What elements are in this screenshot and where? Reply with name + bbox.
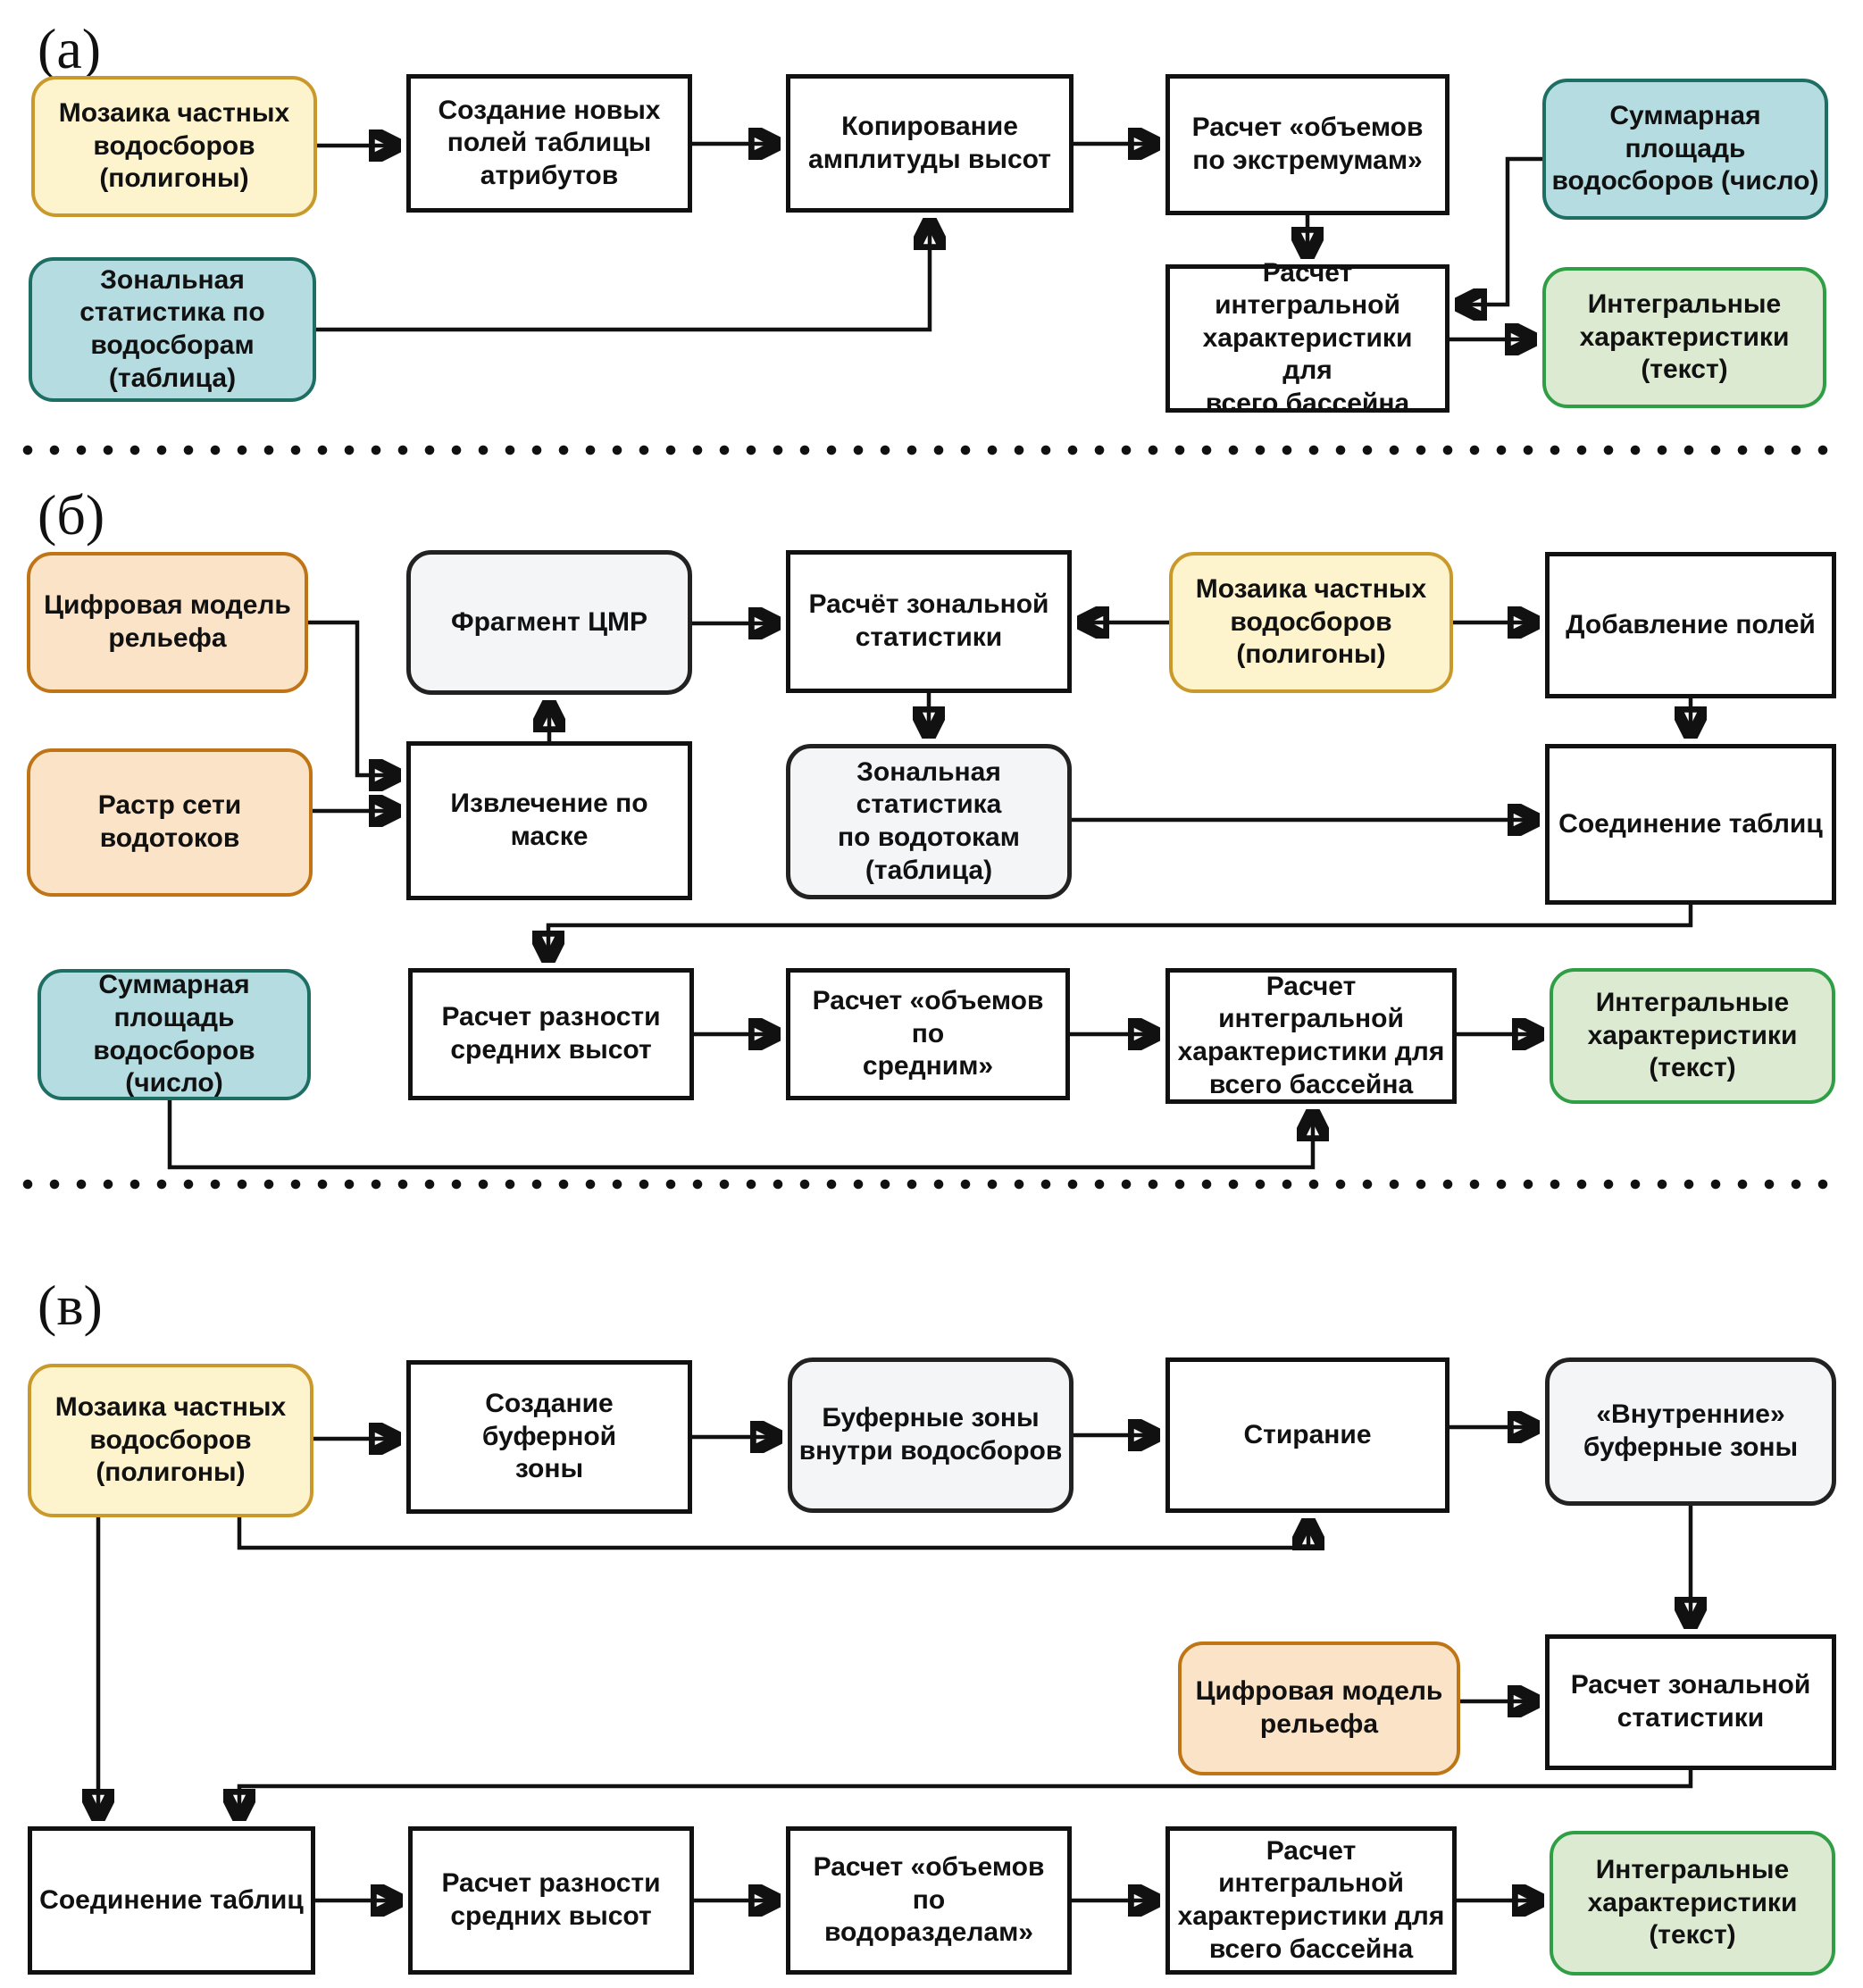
- edge-v7-v8: [239, 1770, 1693, 1818]
- node-v-calc-integral-characteristic: Расчет интегральной характеристики для в…: [1165, 1826, 1457, 1975]
- node-a-copy-height-amplitude: Копирование амплитуды высот: [786, 74, 1074, 213]
- section-label-v: (в): [38, 1274, 103, 1337]
- node-a-total-watershed-area: Суммарная площадь водосборов (число): [1542, 79, 1828, 220]
- node-v-integral-characteristics: Интегральные характеристики (текст): [1550, 1831, 1835, 1975]
- node-b-extract-by-mask: Извлечение по маске: [406, 741, 692, 900]
- node-b-mosaic-private-watersheds: Мозаика частных водосборов (полигоны): [1169, 552, 1453, 693]
- node-b-total-watershed-area: Суммарная площадь водосборов (число): [38, 969, 311, 1100]
- section-separator-1: [22, 445, 1844, 455]
- node-b-calc-volumes-by-means: Расчет «объемов по средним»: [786, 968, 1070, 1100]
- edge-a5-a3: [316, 221, 930, 332]
- node-v-buffer-zones-inside-watersheds: Буферные зоны внутри водосборов: [788, 1357, 1074, 1513]
- node-a-zonal-stats-by-watersheds: Зональная статистика по водосборам (табл…: [29, 257, 316, 402]
- node-v-inner-buffer-zones: «Внутренние» буферные зоны: [1545, 1357, 1836, 1506]
- node-b-calc-mean-height-difference: Расчет разности средних высот: [408, 968, 694, 1100]
- node-b-integral-characteristics: Интегральные характеристики (текст): [1550, 968, 1835, 1104]
- node-a-mosaic-private-watersheds: Мозаика частных водосборов (полигоны): [31, 76, 317, 217]
- edge-b9-b11: [548, 905, 1693, 960]
- node-v-mosaic-private-watersheds: Мозаика частных водосборов (полигоны): [28, 1364, 313, 1517]
- node-v-calc-zonal-stats: Расчет зональной статистики: [1545, 1634, 1836, 1770]
- section-label-b: (б): [38, 483, 105, 547]
- node-v-calc-volumes-by-divides: Расчет «объемов по водоразделам»: [786, 1826, 1072, 1975]
- node-b-stream-network-raster: Растр сети водотоков: [27, 748, 313, 897]
- node-a-integral-characteristics: Интегральные характеристики (текст): [1542, 267, 1826, 408]
- section-separator-2: [22, 1179, 1844, 1190]
- node-a-create-new-attribute-fields: Создание новых полей таблицы атрибутов: [406, 74, 692, 213]
- node-b-digital-elevation-model: Цифровая модель рельефа: [27, 552, 308, 693]
- node-b-calc-zonal-stats: Расчёт зональной статистики: [786, 550, 1072, 693]
- node-b-calc-integral-characteristic: Расчет интегральной характеристики для в…: [1165, 968, 1457, 1104]
- node-v-erase: Стирание: [1165, 1357, 1449, 1513]
- node-a-calc-volumes-by-extremes: Расчет «объемов по экстремумам»: [1165, 74, 1449, 215]
- edge-b10-b13: [167, 1100, 1313, 1170]
- node-b-zonal-stats-by-streams: Зональная статистика по водотокам (табли…: [786, 744, 1072, 899]
- edge-b1-b7: [308, 620, 398, 775]
- node-v-join-tables: Соединение таблиц: [28, 1826, 315, 1975]
- node-v-create-buffer-zone: Создание буферной зоны: [406, 1360, 692, 1514]
- edge-v1-v4: [237, 1517, 1308, 1548]
- node-b-join-tables: Соединение таблиц: [1545, 744, 1836, 905]
- node-v-calc-mean-height-difference: Расчет разности средних высот: [408, 1826, 694, 1975]
- node-b-dem-fragment: Фрагмент ЦМР: [406, 550, 692, 695]
- edge-a6-a7: [1458, 156, 1542, 305]
- section-label-a: (а): [38, 17, 102, 80]
- node-v-digital-elevation-model: Цифровая модель рельефа: [1178, 1641, 1460, 1775]
- node-a-calc-integral-characteristic: Расчет интегральной характеристики для в…: [1165, 258, 1449, 418]
- node-b-add-fields: Добавление полей: [1545, 552, 1836, 698]
